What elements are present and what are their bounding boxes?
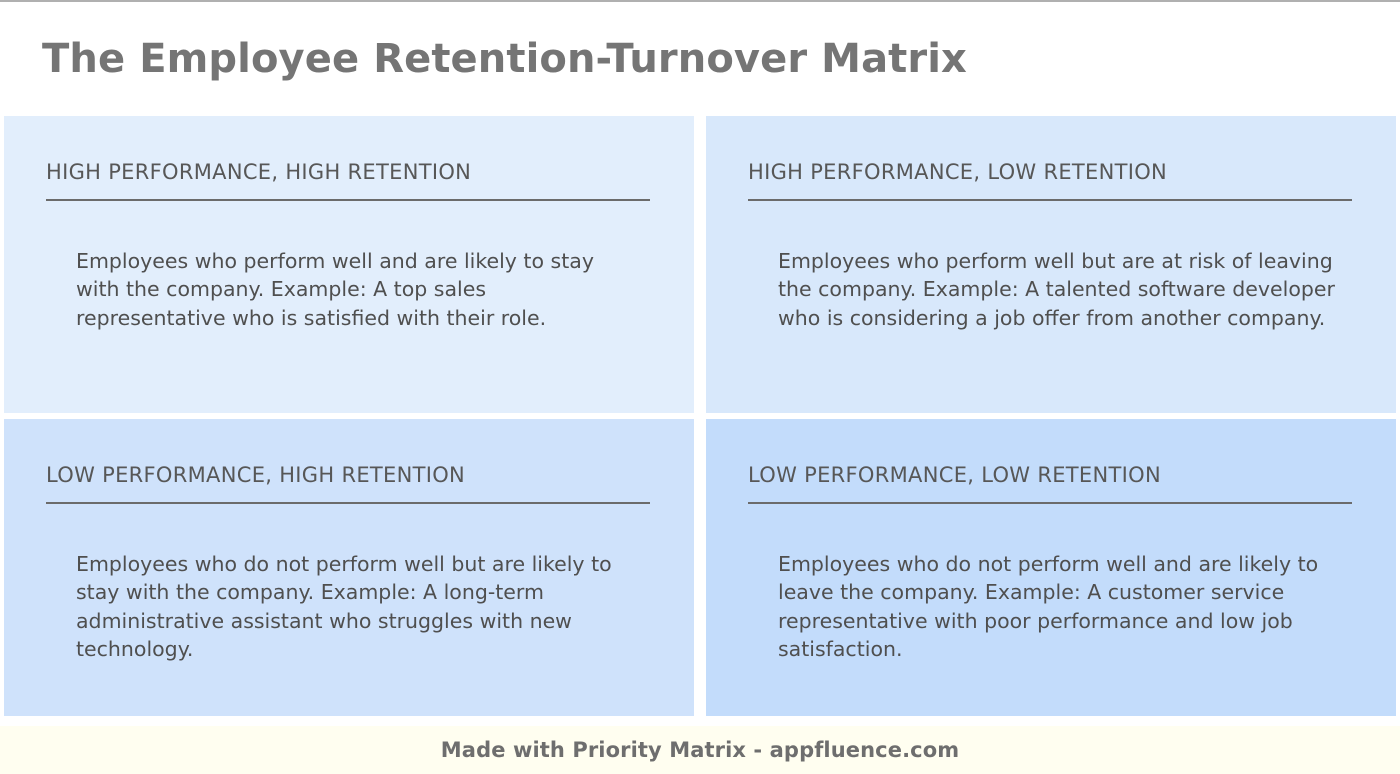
- quadrant-title: LOW PERFORMANCE, LOW RETENTION: [748, 463, 1352, 505]
- quadrant-description: Employees who perform well but are at ri…: [778, 249, 1335, 330]
- page-title: The Employee Retention-Turnover Matrix: [42, 36, 967, 82]
- quadrant-title: LOW PERFORMANCE, HIGH RETENTION: [46, 463, 650, 505]
- quadrant-title: HIGH PERFORMANCE, HIGH RETENTION: [46, 160, 650, 202]
- quadrant-matrix: HIGH PERFORMANCE, HIGH RETENTION Employe…: [0, 116, 1400, 716]
- quadrant-description: Employees who do not perform well and ar…: [778, 552, 1319, 662]
- footer-attribution[interactable]: Made with Priority Matrix - appfluence.c…: [440, 738, 960, 762]
- page-header: The Employee Retention-Turnover Matrix: [0, 2, 1400, 116]
- quadrant-low-performance-high-retention[interactable]: LOW PERFORMANCE, HIGH RETENTION Employee…: [4, 419, 694, 716]
- quadrant-high-performance-low-retention[interactable]: HIGH PERFORMANCE, LOW RETENTION Employee…: [706, 116, 1396, 413]
- footer-spacer: [0, 716, 1400, 726]
- quadrant-high-performance-high-retention[interactable]: HIGH PERFORMANCE, HIGH RETENTION Employe…: [4, 116, 694, 413]
- quadrant-title: HIGH PERFORMANCE, LOW RETENTION: [748, 160, 1352, 202]
- quadrant-description: Employees who do not perform well but ar…: [76, 552, 612, 662]
- quadrant-low-performance-low-retention[interactable]: LOW PERFORMANCE, LOW RETENTION Employees…: [706, 419, 1396, 716]
- page-footer: Made with Priority Matrix - appfluence.c…: [0, 726, 1400, 774]
- quadrant-description: Employees who perform well and are likel…: [76, 249, 594, 330]
